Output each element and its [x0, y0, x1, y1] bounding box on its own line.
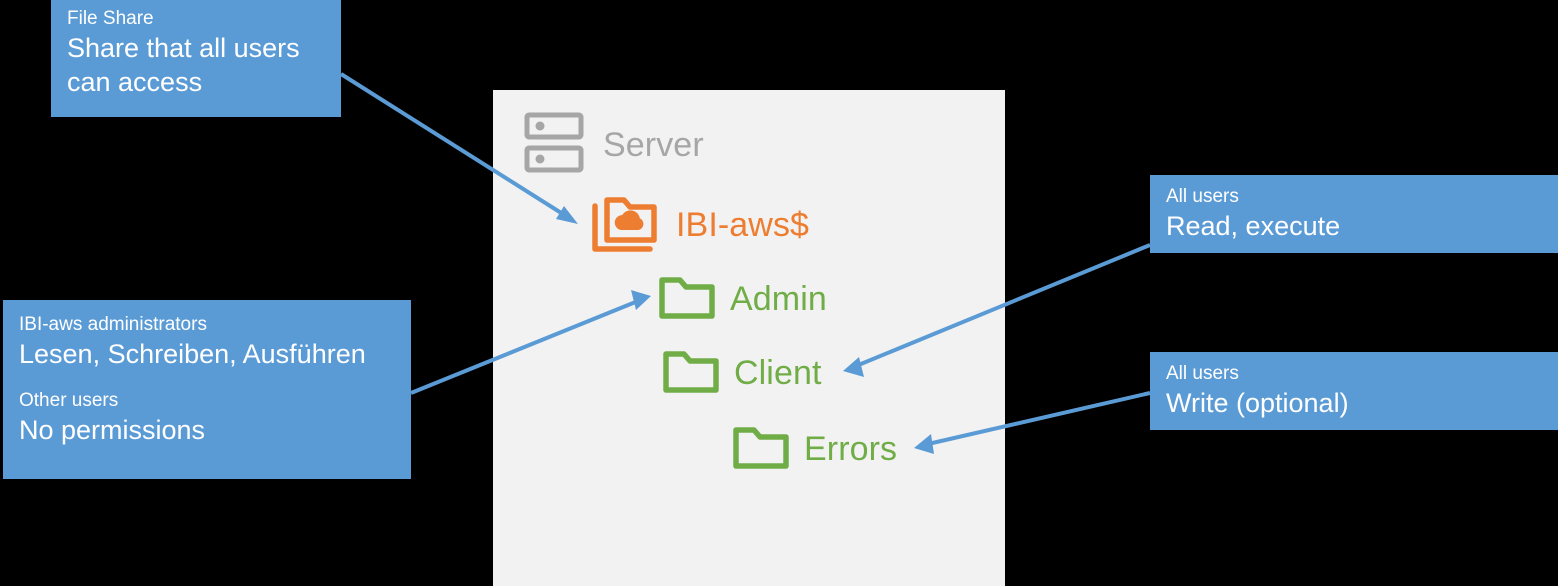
callout-body: Share that all users can access [67, 33, 300, 98]
callout-title: All users [1166, 363, 1239, 384]
folder-node-admin[interactable]: Admin [658, 272, 827, 327]
callout-spacer [19, 371, 397, 388]
callout-file-share: File Share Share that all users can acce… [51, 0, 341, 117]
folder-label-client: Client [734, 354, 822, 392]
callout-title-secondary: Other users [19, 390, 119, 412]
callout-admin-permissions: IBI-aws administrators Lesen, Schreiben,… [3, 300, 411, 479]
file-share-label: IBI-aws$ [676, 206, 810, 244]
server-node: Server [524, 112, 704, 179]
folder-icon [658, 272, 716, 327]
file-share-node[interactable]: IBI-aws$ [592, 192, 809, 259]
callout-title: All users [1166, 186, 1239, 207]
callout-body: Write (optional) [1166, 388, 1349, 419]
server-label: Server [603, 126, 704, 164]
callout-body-secondary: No permissions [19, 415, 206, 446]
callout-body: Read, execute [1166, 211, 1341, 242]
folder-node-errors[interactable]: Errors [732, 422, 897, 477]
server-icon [524, 112, 584, 179]
callout-body: Lesen, Schreiben, Ausführen [19, 339, 366, 370]
folder-icon [732, 422, 790, 477]
folder-icon [662, 346, 720, 401]
folder-label-admin: Admin [730, 280, 827, 318]
callout-write-optional: All users Write (optional) [1150, 352, 1558, 430]
file-share-cloud-folder-icon [592, 192, 660, 259]
folder-label-errors: Errors [804, 430, 898, 468]
folder-node-client[interactable]: Client [662, 346, 822, 401]
callout-title: File Share [67, 8, 154, 29]
callout-read-execute: All users Read, execute [1150, 175, 1558, 253]
callout-title: IBI-aws administrators [19, 314, 207, 335]
